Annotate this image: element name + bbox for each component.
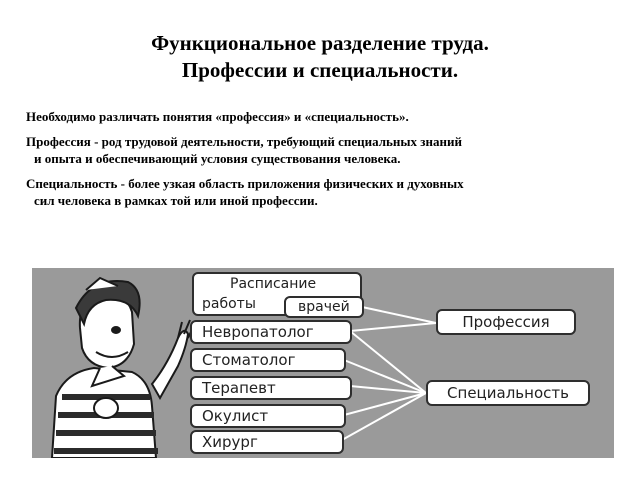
specialty-box-therapist: Терапевт (190, 376, 352, 400)
paragraph-intro-text: Необходимо различать понятия «профессия»… (26, 109, 409, 124)
connector-lines (50, 276, 437, 458)
paragraph-specialty-text: Специальность - более узкая область прил… (26, 176, 464, 191)
paragraph-profession-continuation: и опыта и обеспечивающий условия существ… (34, 151, 401, 166)
schedule-line-2: работы (202, 296, 256, 312)
title-line-1: Функциональное разделение труда. (151, 31, 489, 55)
paragraph-specialty: Специальность - более узкая область прил… (26, 175, 631, 209)
title-line-2: Профессии и специальности. (181, 58, 459, 82)
paragraph-profession-text: Профессия - род трудовой деятельности, т… (26, 134, 462, 149)
schedule-line-1: Расписание (230, 276, 317, 292)
body-text: Необходимо различать понятия «профессия»… (26, 108, 631, 217)
specialty-box: Специальность (426, 380, 590, 406)
specialty-box-dentist: Стоматолог (190, 348, 346, 372)
paragraph-profession: Профессия - род трудовой деятельности, т… (26, 133, 631, 167)
profession-box: Профессия (436, 309, 576, 335)
paragraph-specialty-continuation: сил человека в рамках той или иной профе… (34, 193, 318, 208)
slide-title: Функциональное разделение труда. Професс… (0, 30, 640, 84)
paragraph-intro: Необходимо различать понятия «профессия»… (26, 108, 631, 125)
illustration: Расписание работы врачей Невропатолог Ст… (32, 268, 614, 458)
specialty-box-surgeon: Хирург (190, 430, 344, 454)
specialty-box-oculist: Окулист (190, 404, 346, 428)
doctor-figure (50, 276, 195, 458)
doctors-box: врачей (284, 296, 364, 318)
specialty-box-neurologist: Невропатолог (190, 320, 352, 344)
